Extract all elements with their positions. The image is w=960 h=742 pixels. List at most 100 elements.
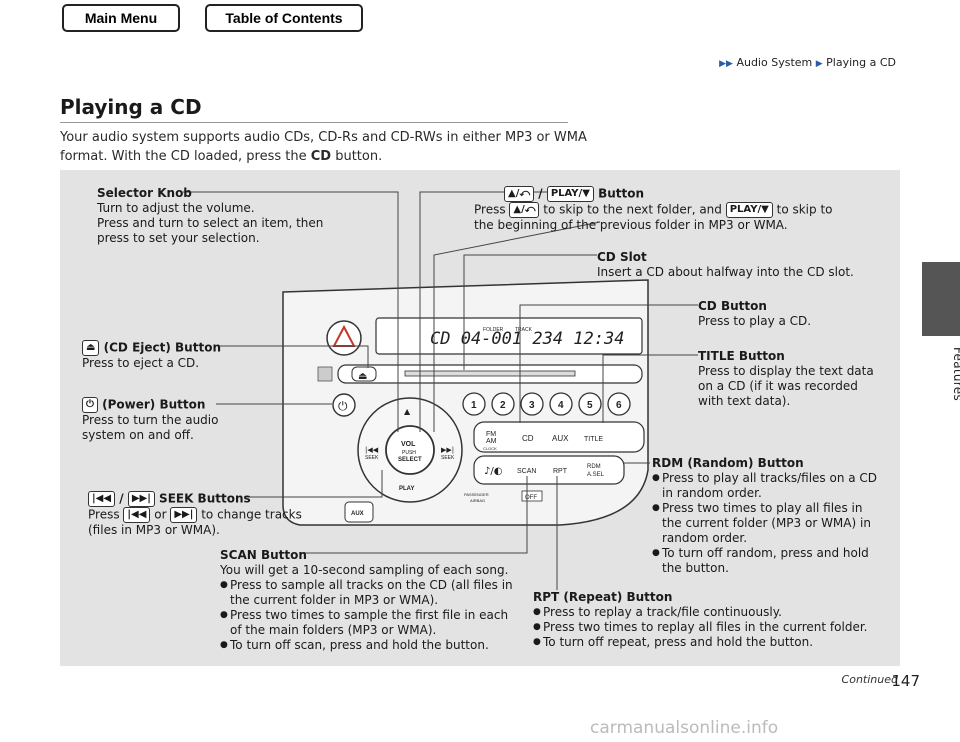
section-tab[interactable]	[922, 262, 960, 336]
callout-title-row: ⏏ (CD Eject) Button	[82, 340, 262, 356]
aux-button-label: AUX	[552, 434, 569, 443]
title-button-callout: TITLE Button Press to display the text d…	[698, 349, 878, 409]
callout-line: with text data).	[698, 394, 791, 408]
callout-line: Press to display the text data	[698, 364, 874, 378]
callout-line: the beginning of the previous folder in …	[474, 218, 788, 232]
eject-icon: ⏏	[358, 371, 367, 382]
aux-jack-label: AUX	[351, 511, 364, 517]
airbag-off-box	[521, 490, 543, 502]
breadcrumb-arrow-icon: ▶	[815, 59, 823, 69]
scan-button-label: SCAN	[517, 468, 536, 475]
seek-back-icon: |◀◀	[365, 446, 379, 454]
intro-paragraph: Your audio system supports audio CDs, CD…	[60, 128, 600, 166]
callout-line: Press to turn the audio	[82, 413, 219, 427]
seek-back-button-icon: |◀◀	[123, 507, 151, 523]
callout-title: RPT (Repeat) Button	[533, 590, 673, 604]
callout-text: Press	[474, 202, 510, 217]
list-item: Press two times to replay all files in t…	[533, 620, 878, 635]
preset-label-2: 2	[500, 400, 506, 411]
power-icon: ⏻	[338, 399, 348, 413]
folder-button-callout: ▲/⤺ / PLAY/▼ Button Press ▲/⤺ to skip to…	[474, 186, 874, 233]
select-label: SELECT	[398, 457, 422, 463]
callout-title: SEEK Buttons	[159, 491, 251, 506]
rpt-callout: RPT (Repeat) Button Press to replay a tr…	[533, 590, 878, 650]
cd-slot-callout: CD Slot Insert a CD about halfway into t…	[597, 250, 877, 280]
intro-line-2b: button.	[331, 149, 383, 164]
selector-knob-callout: Selector Knob Turn to adjust the volume.…	[97, 186, 337, 246]
callout-title: Selector Knob	[97, 186, 192, 200]
seek-back-button-icon: |◀◀	[88, 491, 116, 507]
preset-button-3[interactable]	[520, 392, 544, 416]
preset-label-5: 5	[587, 400, 593, 411]
cd-slot	[404, 370, 576, 377]
callout-title: RDM (Random) Button	[652, 456, 804, 470]
callout-title: TITLE Button	[698, 349, 785, 363]
airbag-label: PASSENGER	[464, 492, 489, 497]
fm-label: FM	[486, 431, 496, 438]
speaker-grill	[317, 366, 333, 382]
cd-button-callout: CD Button Press to play a CD.	[698, 299, 878, 329]
breadcrumb: ▶▶ Audio System ▶ Playing a CD	[719, 56, 896, 69]
preset-label-6: 6	[616, 400, 622, 411]
preset-label-3: 3	[529, 400, 535, 411]
callout-line: Press to eject a CD.	[82, 356, 200, 370]
rdm-callout: RDM (Random) Button Press to play all tr…	[652, 456, 884, 576]
breadcrumb-section[interactable]: Audio System	[736, 56, 813, 69]
airbag-off-label: OFF	[525, 495, 537, 501]
main-menu-button[interactable]: Main Menu	[62, 4, 180, 32]
intro-cd-bold: CD	[310, 149, 332, 164]
aux-jack	[344, 501, 374, 523]
preset-button-4[interactable]	[549, 392, 573, 416]
folder-up-icon: ▲	[404, 407, 411, 416]
play-down-button-icon: PLAY/▼	[725, 202, 773, 218]
preset-button-6[interactable]	[607, 392, 631, 416]
intro-line-1: Your audio system supports audio CDs, CD…	[60, 130, 587, 145]
airbag-label-2: AIRBAG	[470, 498, 485, 503]
power-callout: ⏻ (Power) Button Press to turn the audio…	[82, 397, 242, 443]
callout-title: (CD Eject) Button	[103, 340, 221, 355]
callout-text: to change tracks	[197, 507, 302, 522]
preset-button-2[interactable]	[491, 392, 515, 416]
callout-line: press to set your selection.	[97, 231, 260, 245]
callout-list: Press to replay a track/file continuousl…	[533, 605, 878, 650]
section-tab-label: Features	[951, 347, 960, 401]
scan-callout: SCAN Button You will get a 10-second sam…	[220, 548, 520, 653]
callout-list: Press to play all tracks/files on a CD i…	[652, 471, 884, 576]
preset-button-1[interactable]	[462, 392, 486, 416]
display-track-label: TRACK	[515, 327, 533, 333]
page-title: Playing a CD	[60, 95, 202, 119]
list-item: To turn off random, press and hold the b…	[652, 546, 884, 576]
callout-line: (files in MP3 or WMA).	[88, 523, 220, 537]
seek-callout: |◀◀ / ▶▶| SEEK Buttons Press |◀◀ or ▶▶| …	[88, 491, 328, 538]
folder-up-button-icon: ▲/⤺	[504, 186, 535, 202]
preset-button-5[interactable]	[578, 392, 602, 416]
callout-title-row: ⏻ (Power) Button	[82, 397, 242, 413]
callout-text: to skip to the next folder, and	[539, 202, 726, 217]
seek-forward-button-icon: ▶▶|	[170, 507, 198, 523]
callout-text: or	[150, 507, 171, 522]
callout-line: Press to play a CD.	[698, 314, 812, 328]
callout-line: Insert a CD about halfway into the CD sl…	[597, 265, 854, 279]
callout-title-row: |◀◀ / ▶▶| SEEK Buttons	[88, 491, 328, 507]
power-button	[332, 393, 356, 417]
preset-label-1: 1	[471, 400, 477, 411]
callout-text: to skip to	[772, 202, 833, 217]
eject-button-icon: ⏏	[82, 340, 100, 356]
callout-list: Press to sample all tracks on the CD (al…	[220, 578, 520, 653]
callout-text: Press	[88, 507, 124, 522]
list-item: Press to sample all tracks on the CD (al…	[220, 578, 520, 608]
table-of-contents-button[interactable]: Table of Contents	[205, 4, 363, 32]
display-folder-label: FOLDER	[483, 327, 504, 333]
play-down-button-icon: PLAY/▼	[546, 186, 594, 202]
watermark: carmanualsonline.info	[590, 718, 779, 738]
callout-title: CD Button	[698, 299, 767, 313]
callout-line: Turn to adjust the volume.	[97, 201, 255, 215]
callout-line: Press |◀◀ or ▶▶| to change tracks	[88, 507, 328, 523]
callout-title-row: ▲/⤺ / PLAY/▼ Button	[474, 186, 874, 202]
am-label: AM	[486, 438, 497, 445]
list-item: Press to replay a track/file continuousl…	[533, 605, 878, 620]
intro-line-2a: format. With the CD loaded, press the	[60, 149, 311, 164]
display-window	[375, 317, 643, 355]
callout-line: Press and turn to select an item, then	[97, 216, 324, 230]
